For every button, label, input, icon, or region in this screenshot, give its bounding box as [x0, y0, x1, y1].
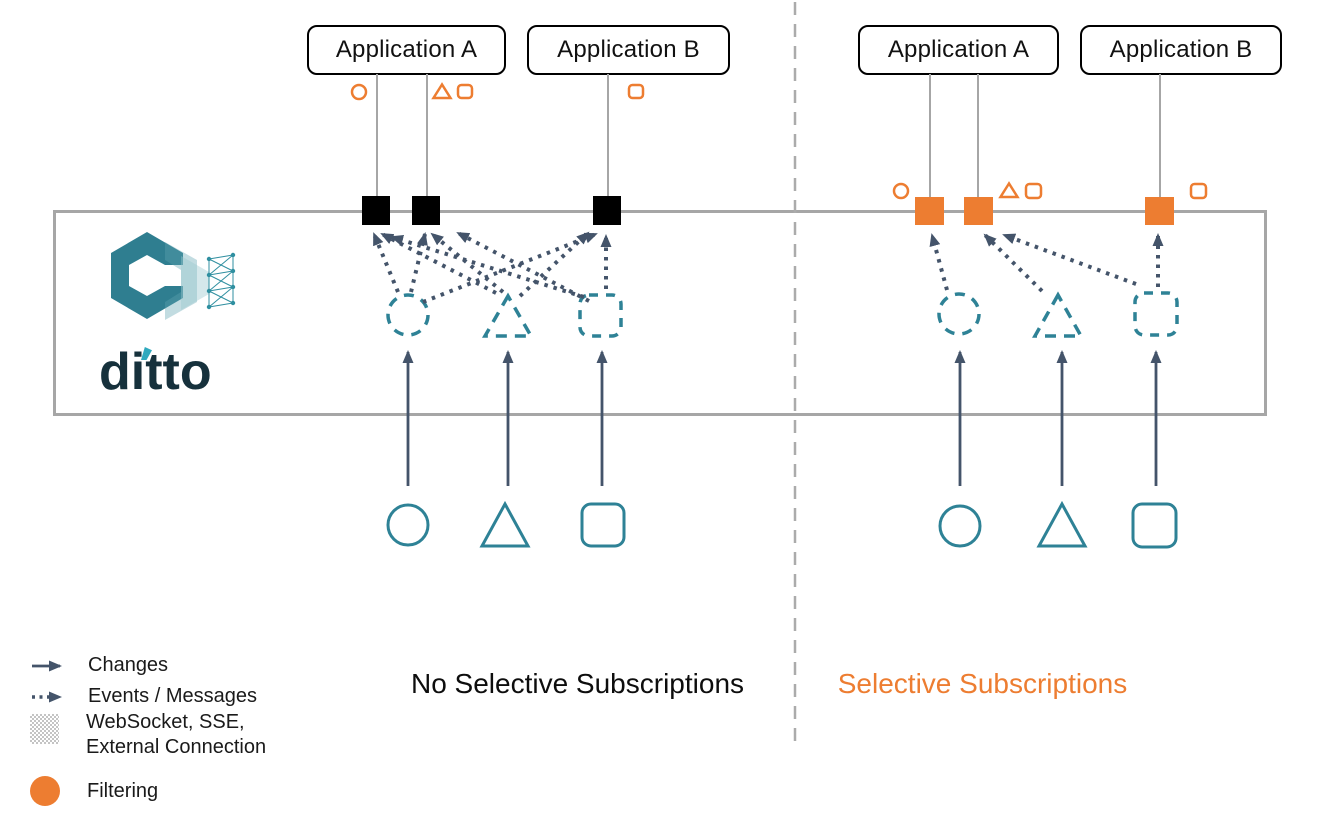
websocket-swatch-icon — [30, 714, 59, 744]
ditto-wireframe-nodes — [206, 252, 236, 310]
ditto-wireframe-icon — [208, 254, 234, 308]
square-document-shape — [1131, 502, 1178, 549]
ditto-logo — [95, 228, 245, 340]
left-subscription-icons — [350, 82, 645, 101]
triangle-document-shape — [1036, 500, 1088, 548]
legend-websocket-label-line2: External Connection — [86, 736, 267, 758]
left-application-b-box: Application B — [527, 25, 730, 75]
triangle-subscription-icon — [998, 181, 1020, 199]
right-application-a-label: Application A — [887, 36, 1030, 63]
left-incoming-documents — [386, 500, 626, 548]
circle-subscription-icon — [350, 83, 368, 101]
triangle-document-shape — [479, 500, 531, 548]
left-connection-lines — [376, 74, 609, 197]
legend-row-events: Events / Messages — [30, 684, 257, 709]
circle-document-shape — [938, 504, 982, 548]
square-subscription-icon — [1189, 182, 1208, 200]
ditto-logo-mark-icon — [111, 232, 236, 320]
legend-changes-label: Changes — [88, 654, 169, 676]
legend-row-changes: Changes — [30, 653, 168, 678]
right-application-a-box: Application A — [858, 25, 1059, 75]
square-subscription-icon — [456, 83, 474, 100]
legend-websocket-label-line1: WebSocket, SSE, — [86, 711, 245, 733]
right-incoming-documents — [938, 500, 1178, 549]
solid-arrow-icon — [32, 660, 62, 671]
right-application-b-label: Application B — [1109, 36, 1253, 63]
ditto-hexagon-overlay-2 — [181, 256, 209, 310]
right-application-b-box: Application B — [1080, 25, 1282, 75]
circle-document-shape — [386, 503, 430, 547]
ditto-wordmark: ditto — [99, 343, 212, 401]
legend-events-label: Events / Messages — [88, 685, 257, 707]
right-section-title: Selective Subscriptions — [837, 668, 1128, 699]
square-subscription-icon — [627, 83, 645, 100]
ditto-i-accent-icon — [141, 347, 152, 360]
circle-subscription-icon — [892, 182, 910, 200]
ditto-hexagon-c — [111, 232, 183, 319]
filtering-swatch-icon — [30, 776, 60, 806]
legend-filtering-label: Filtering — [87, 779, 159, 802]
ditto-hexagon-overlay-1 — [165, 242, 197, 320]
right-connection-lines — [929, 74, 1161, 197]
left-application-a-box: Application A — [307, 25, 506, 75]
legend-row-filtering: Filtering — [30, 776, 158, 806]
square-document-shape — [580, 502, 626, 548]
triangle-subscription-icon — [431, 82, 453, 100]
left-section-title: No Selective Subscriptions — [410, 668, 745, 699]
left-application-a-label: Application A — [335, 36, 478, 63]
square-subscription-icon — [1024, 182, 1043, 200]
dotted-arrow-icon — [32, 691, 62, 702]
right-subscription-icons — [892, 181, 1208, 200]
legend-row-websocket: WebSocket, SSE, External Connection — [30, 710, 266, 760]
left-application-b-label: Application B — [557, 36, 700, 63]
